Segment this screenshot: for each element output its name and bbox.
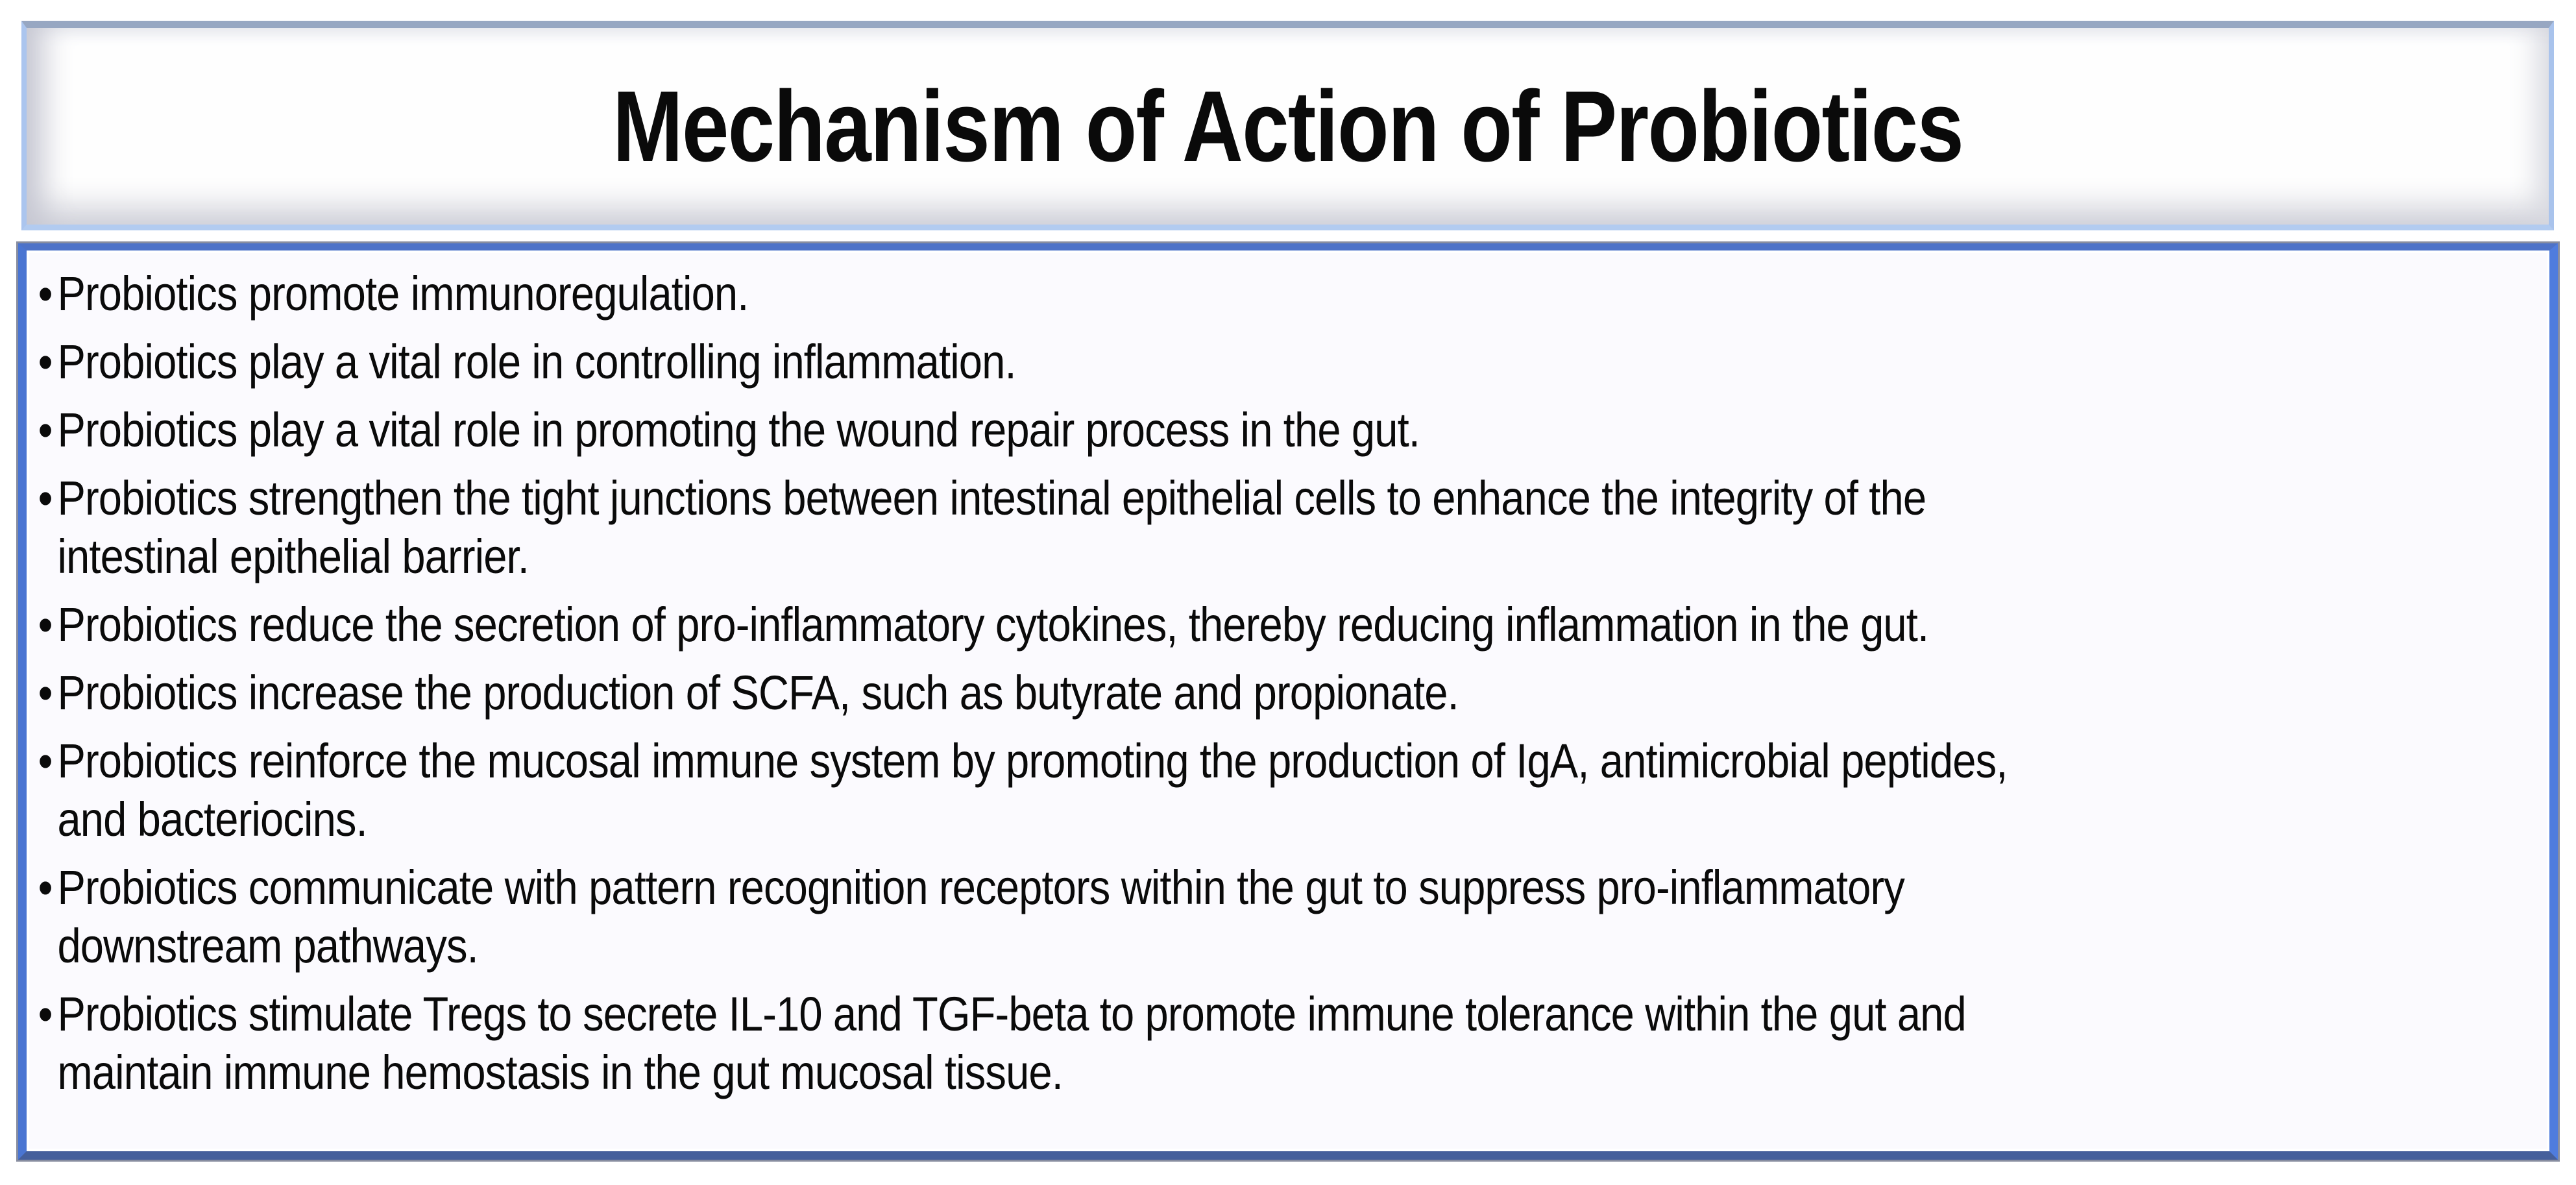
bullet-item: Probiotics reinforce the mucosal immune … — [38, 732, 2527, 849]
bullet-text: Probiotics reduce the secretion of pro-i… — [57, 598, 1929, 652]
bullet-text: Probiotics increase the production of SC… — [57, 666, 1459, 720]
bullet-item: Probiotics stimulate Tregs to secrete IL… — [38, 985, 2527, 1102]
bullet-item: Probiotics strengthen the tight junction… — [38, 469, 2527, 586]
bullet-text: Probiotics stimulate Tregs to secrete IL… — [57, 987, 1966, 1099]
bullet-item: Probiotics promote immunoregulation. — [38, 265, 2527, 323]
bullet-text: Probiotics strengthen the tight junction… — [57, 471, 1926, 583]
bullet-list: Probiotics promote immunoregulation. Pro… — [27, 250, 2549, 1102]
bullet-item: Probiotics play a vital role in promotin… — [38, 401, 2527, 459]
bullet-text: Probiotics play a vital role in promotin… — [57, 403, 1420, 457]
bullet-text: Probiotics reinforce the mucosal immune … — [57, 734, 2008, 846]
bullet-text: Probiotics communicate with pattern reco… — [57, 861, 1904, 973]
bullet-item: Probiotics play a vital role in controll… — [38, 333, 2527, 391]
bullet-text: Probiotics play a vital role in controll… — [57, 335, 1016, 389]
title-box: Mechanism of Action of Probiotics — [21, 21, 2554, 230]
bullet-text: Probiotics promote immunoregulation. — [57, 267, 749, 321]
page-title: Mechanism of Action of Probiotics — [613, 69, 1964, 182]
bullet-item: Probiotics increase the production of SC… — [38, 664, 2527, 722]
content-box: Probiotics promote immunoregulation. Pro… — [16, 241, 2560, 1162]
bullet-item: Probiotics communicate with pattern reco… — [38, 859, 2527, 975]
bullet-item: Probiotics reduce the secretion of pro-i… — [38, 596, 2527, 654]
